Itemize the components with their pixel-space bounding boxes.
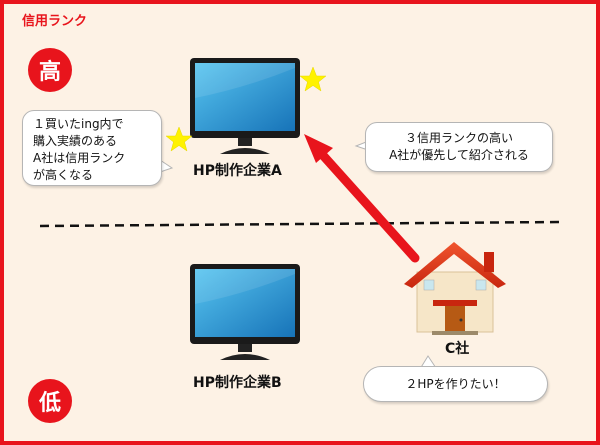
computer-icon (190, 264, 300, 360)
low-level-circle: 低 (28, 379, 72, 423)
star-icon (165, 126, 193, 152)
high-level-circle: 高 (28, 48, 72, 92)
house-icon (404, 242, 506, 335)
company-c-label: C社 (445, 341, 470, 357)
rank-divider-line (39, 220, 561, 228)
computer-icon (190, 58, 300, 154)
rank-title: 信用ランク (22, 14, 88, 29)
speech-bubble-purchase-history: １買いたing内で 購入実績のある A社は信用ランク が高くなる (22, 110, 162, 186)
bubble-line: が高くなる (33, 168, 94, 182)
company-a-label: HP制作企業A (193, 163, 282, 179)
bubble-line: A社が優先して紹介される (389, 148, 529, 162)
bubble-line: A社は信用ランク (33, 151, 126, 165)
bubble-line: ３信用ランクの高い (404, 131, 513, 145)
bubble-line: 購入実績のある (33, 134, 118, 148)
bubble-line: １買いたing内で (33, 117, 124, 131)
priority-arrow (304, 134, 420, 263)
company-b-label: HP制作企業B (193, 375, 282, 391)
speech-bubble-request: ２HPを作りたい！ (363, 366, 548, 402)
star-icon (299, 66, 327, 92)
speech-bubble-priority: ３信用ランクの高い A社が優先して紹介される (365, 122, 553, 172)
